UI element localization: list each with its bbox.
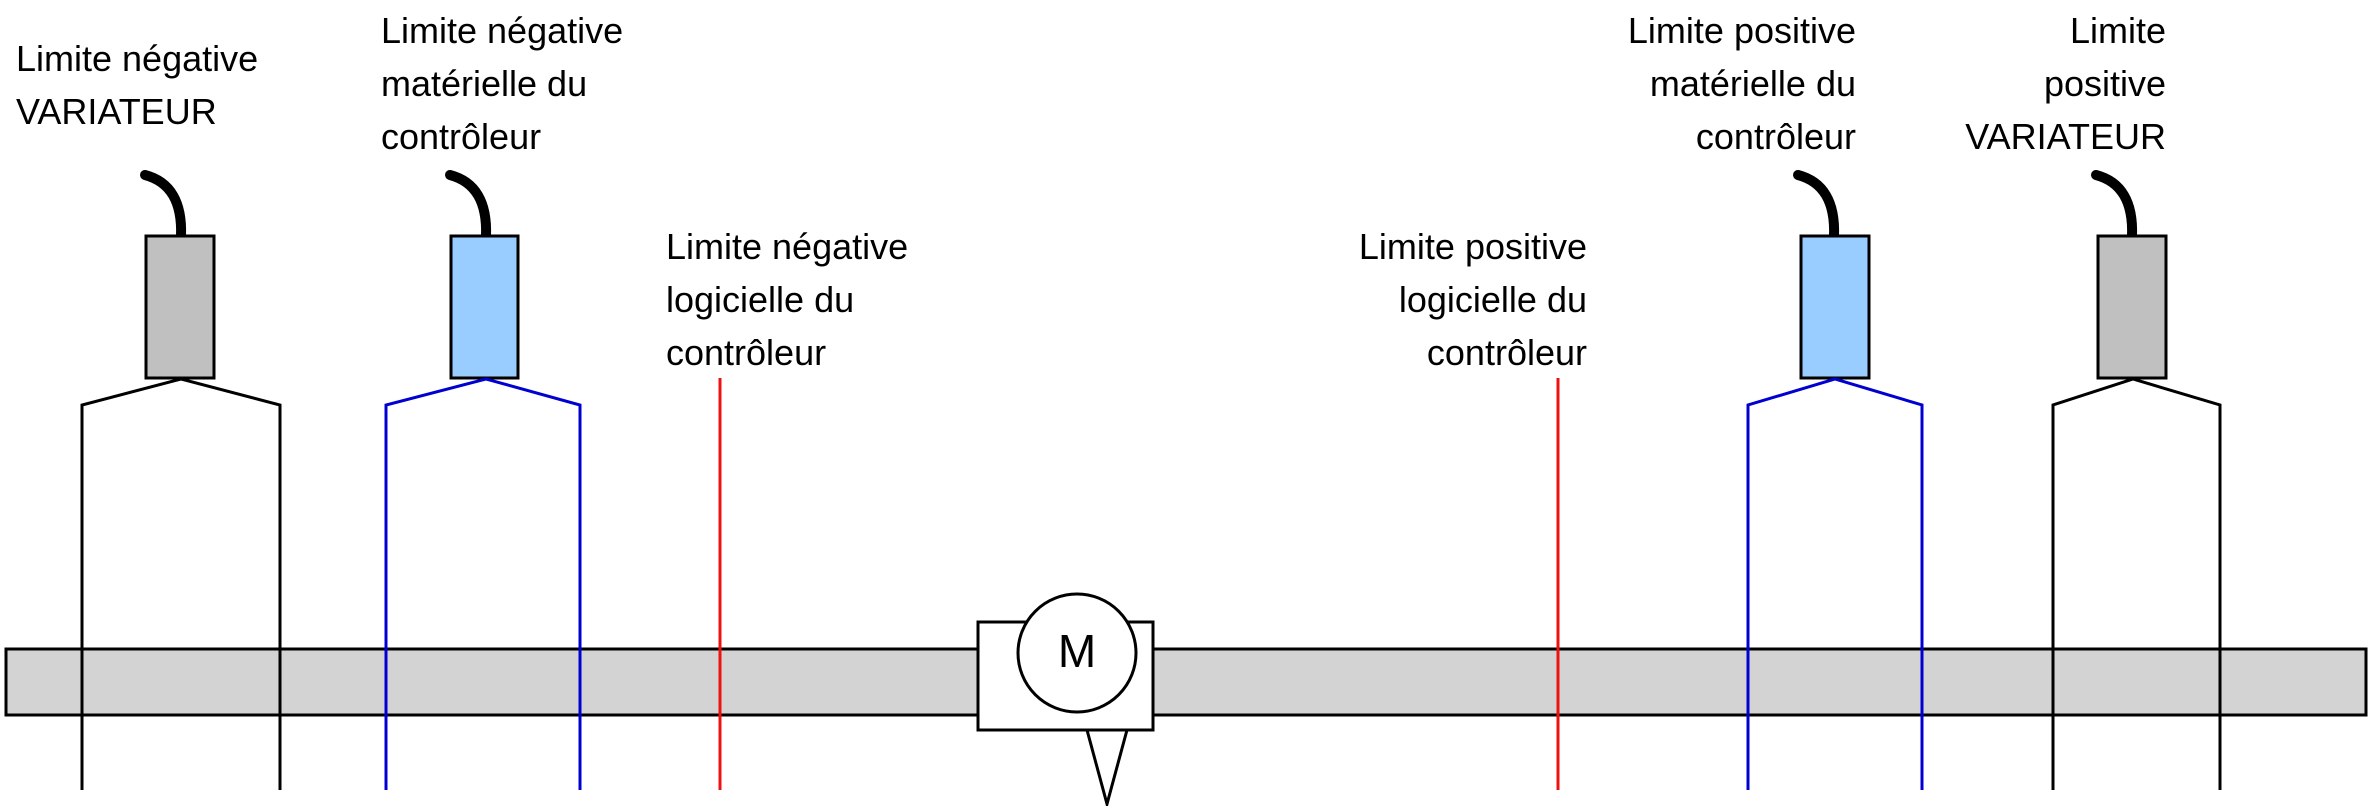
controller-hw-negative-limit — [384, 170, 582, 790]
label-line: logicielle du — [1398, 279, 1587, 320]
motor: M — [976, 592, 1155, 810]
label-line: contrôleur — [666, 332, 827, 373]
sensor-cable-icon — [140, 170, 187, 241]
label-line: contrôleur — [1426, 332, 1587, 373]
drive-positive-label: Limite positive VARIATEUR — [1965, 4, 2166, 163]
drive-sensor-body — [144, 234, 216, 380]
controller-hw-negative-label: Limite négative matérielle du contrôleur — [381, 4, 623, 163]
controller-hw-positive-limit — [1746, 170, 1924, 790]
label-line: contrôleur — [381, 116, 542, 157]
motor-circle — [1016, 592, 1138, 714]
controller-sw-negative-label: Limite négative logicielle du contrôleur — [666, 220, 908, 379]
drive-limit-zone-lines — [2051, 377, 2222, 790]
label-line: Limite négative — [16, 38, 259, 79]
motor-pointer-icon — [1085, 728, 1129, 810]
drive-positive-limit — [2051, 170, 2222, 790]
controller-hw-positive-label: Limite positive matérielle du contrôleur — [1628, 4, 1856, 163]
label-line: Limite — [2069, 10, 2166, 51]
label-line: Limite négative — [381, 10, 624, 51]
label-line: logicielle du — [666, 279, 855, 320]
label-line: matérielle du — [1649, 63, 1856, 104]
drive-limit-zone-lines — [80, 377, 282, 790]
motor-letter: M — [1058, 625, 1096, 677]
controller-sensor-body — [1799, 234, 1871, 380]
controller-hw-limit-zone-lines — [384, 377, 582, 790]
sensor-cable-icon — [1793, 170, 1840, 241]
label-line: positive — [2043, 63, 2166, 104]
label-line: VARIATEUR — [1965, 116, 2166, 157]
drive-sensor-body — [2096, 234, 2168, 380]
sensor-cable-icon — [445, 170, 492, 241]
controller-sw-positive-label: Limite positive logicielle du contrôleur — [1359, 220, 1587, 379]
label-line: contrôleur — [1695, 116, 1856, 157]
label-line: Limite positive — [1358, 226, 1587, 267]
label-line: matérielle du — [381, 63, 588, 104]
controller-sensor-body — [449, 234, 520, 380]
controller-hw-limit-zone-lines — [1746, 377, 1924, 790]
drive-negative-label: Limite négative VARIATEUR — [16, 32, 258, 138]
sensor-cable-icon — [2091, 170, 2138, 241]
axis-rail — [4, 647, 2368, 717]
label-line: Limite négative — [666, 226, 909, 267]
label-line: VARIATEUR — [16, 91, 217, 132]
drive-negative-limit — [80, 170, 282, 790]
label-line: Limite positive — [1627, 10, 1856, 51]
